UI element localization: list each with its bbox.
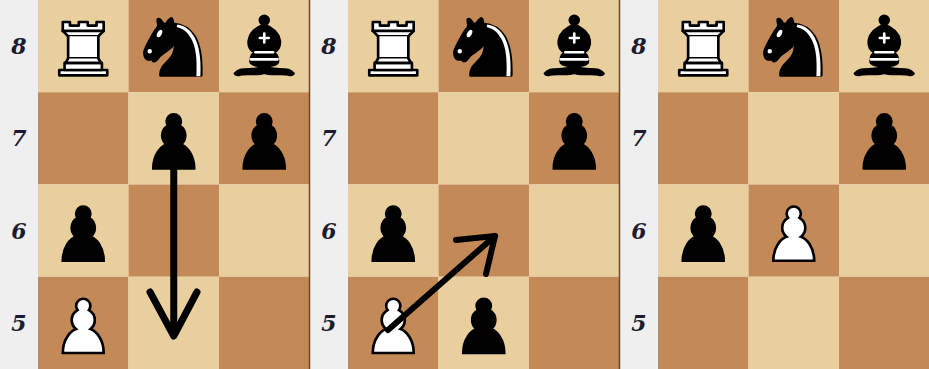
board-section — [348, 0, 620, 369]
rank-label-cell: 5 — [0, 277, 38, 369]
board-section — [38, 0, 310, 369]
move-arrow — [388, 236, 495, 330]
rank-number: 7 — [321, 125, 336, 151]
rank-label-cell: 5 — [620, 277, 658, 369]
board-section — [658, 0, 929, 369]
rank-label-cell: 7 — [310, 92, 348, 184]
rank-label-cell: 8 — [0, 0, 38, 92]
rank-number: 6 — [321, 218, 336, 244]
rank-number: 5 — [11, 310, 26, 336]
chess-pieces — [679, 16, 913, 261]
rank-number: 8 — [11, 33, 26, 59]
rank-label-cell: 7 — [0, 92, 38, 184]
rank-column — [0, 0, 38, 369]
panel-divider — [309, 0, 311, 369]
rank-column — [620, 0, 658, 369]
rank-number: 6 — [631, 218, 646, 244]
rank-column — [310, 0, 348, 369]
rank-number: 6 — [11, 218, 26, 244]
move-arrow — [150, 168, 197, 336]
chess-pieces — [59, 16, 293, 353]
rank-number: 7 — [11, 125, 26, 151]
rank-label-cell: 6 — [310, 185, 348, 277]
rank-number: 5 — [631, 310, 646, 336]
rank-label-cell: 7 — [620, 92, 658, 184]
panel-divider — [619, 0, 621, 369]
rank-label-cell: 6 — [620, 185, 658, 277]
rank-label-cell: 8 — [310, 0, 348, 92]
rank-number: 7 — [631, 125, 646, 151]
rank-number: 5 — [321, 310, 336, 336]
rank-number: 8 — [631, 33, 646, 59]
chess-pieces — [369, 16, 603, 353]
rank-number: 8 — [321, 33, 336, 59]
rank-label-cell: 5 — [310, 277, 348, 369]
rank-label-cell: 8 — [620, 0, 658, 92]
rank-label-cell: 6 — [0, 185, 38, 277]
